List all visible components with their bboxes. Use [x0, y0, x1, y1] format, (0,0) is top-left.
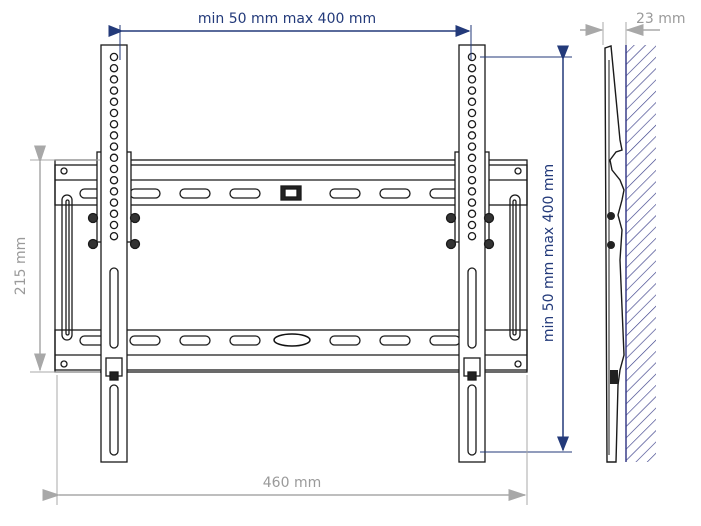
bracket-hole: [109, 97, 119, 107]
bracket-hole: [109, 209, 119, 219]
plate-slot: [329, 188, 361, 199]
bolt-icon: [483, 238, 495, 250]
dimension-plate-height: 215 mm: [13, 145, 100, 373]
bracket-hole: [109, 187, 119, 196]
plate-slot: [379, 335, 411, 346]
bracket-hole: [467, 119, 477, 129]
dimension-vertical-vesa: min 50 mm max 400 mm: [480, 45, 572, 453]
bracket-hole: [467, 142, 477, 151]
bolt-icon: [129, 238, 141, 250]
label-plate-width: 460 mm: [263, 475, 321, 491]
label-wall-distance: 23 mm: [636, 11, 686, 27]
side-view: [604, 45, 656, 463]
wall-hatch: [626, 45, 656, 462]
bracket-hole: [109, 75, 119, 84]
label-horizontal-vesa: min 50 mm max 400 mm: [198, 11, 376, 27]
brand-logo: [273, 333, 311, 347]
bracket-hole: [467, 187, 477, 196]
dimension-wall-distance: 23 mm: [580, 11, 686, 45]
bracket-hole: [467, 209, 477, 219]
plate-slot: [379, 188, 411, 199]
bracket: [87, 44, 141, 463]
bolt-icon: [129, 212, 141, 224]
bracket-hole: [467, 52, 477, 62]
bolt-icon: [483, 212, 495, 224]
wall-plate: [54, 159, 528, 373]
bracket-hole: [109, 164, 119, 174]
label-vertical-vesa: min 50 mm max 400 mm: [541, 164, 557, 342]
bracket-hole: [109, 63, 119, 73]
bracket-hole: [109, 231, 119, 241]
bracket-hole: [467, 108, 477, 118]
bracket-hole: [467, 198, 477, 207]
bracket-hole: [109, 131, 119, 140]
bracket-hole: [467, 231, 477, 241]
bracket-hole: [109, 220, 119, 230]
bracket-hole: [467, 220, 477, 230]
vertical-brackets: [87, 44, 495, 463]
bracket-hole: [467, 75, 477, 84]
dimension-plate-width: 460 mm: [42, 375, 528, 505]
bracket: [445, 44, 495, 463]
dimension-horizontal-vesa: min 50 mm max 400 mm: [108, 11, 472, 60]
plate-slot: [129, 335, 161, 346]
bracket-hole: [467, 164, 477, 174]
bolt-icon: [445, 238, 457, 250]
bolt-icon: [87, 212, 99, 224]
plate-slot: [179, 335, 211, 346]
bracket-hole: [467, 63, 477, 73]
bolt-icon: [445, 212, 457, 224]
bracket-hole: [467, 131, 477, 140]
bracket-hole: [109, 142, 119, 151]
plate-slot: [229, 335, 261, 346]
bracket-hole: [109, 86, 119, 95]
bracket-hole: [467, 153, 477, 163]
plate-slot: [179, 188, 211, 199]
bracket-hole: [109, 108, 119, 118]
plate-slot: [329, 335, 361, 346]
bracket-hole: [109, 198, 119, 207]
bracket-hole: [109, 153, 119, 163]
bracket-hole: [109, 119, 119, 129]
label-plate-height: 215 mm: [13, 237, 29, 295]
bracket-hole: [467, 97, 477, 107]
bracket-hole: [467, 86, 477, 95]
bolt-icon: [87, 238, 99, 250]
plate-slot: [229, 188, 261, 199]
bracket-hole: [109, 52, 119, 62]
bracket-hole: [109, 175, 119, 185]
bracket-hole: [467, 175, 477, 185]
